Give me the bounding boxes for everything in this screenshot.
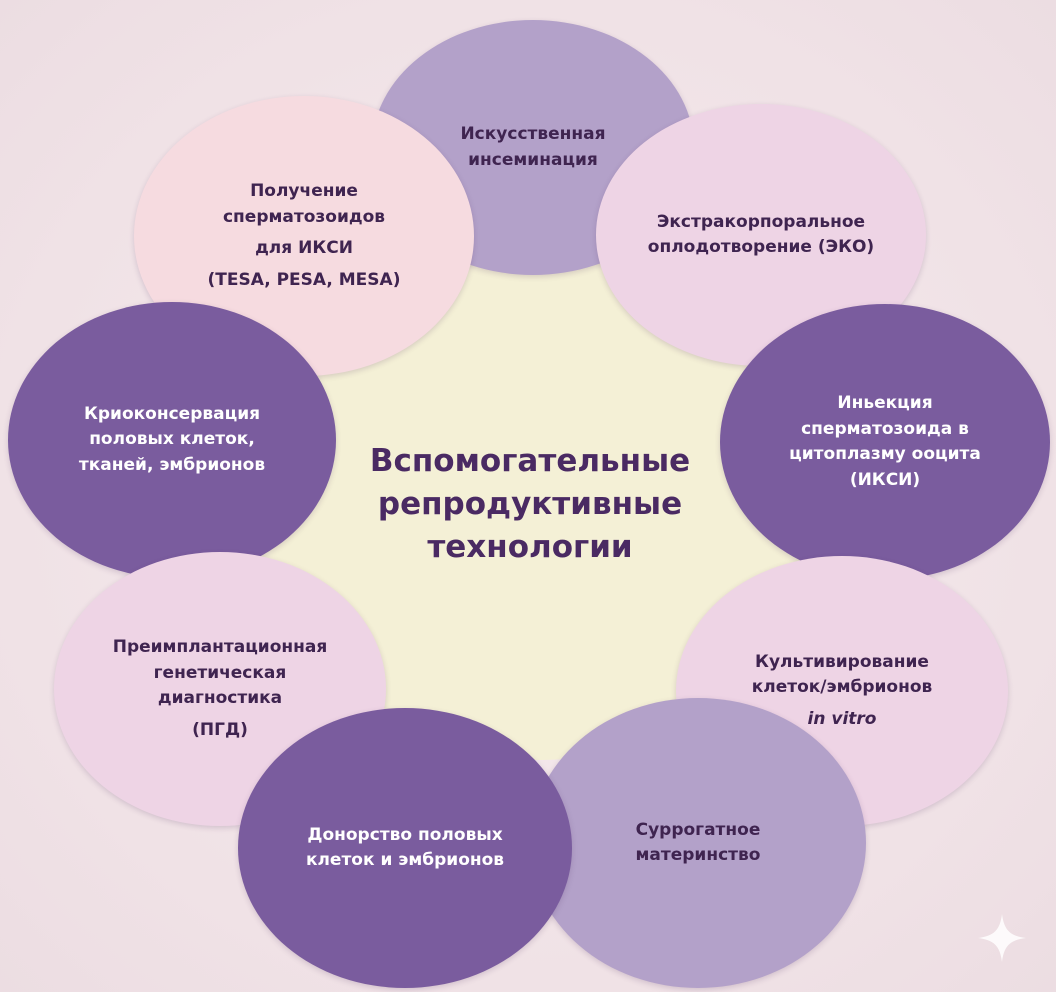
petal-pgd-text: Преимплантационная генетическая диагност…: [113, 635, 328, 743]
petal-line: Иньекция: [837, 393, 933, 413]
petal-donation-text: Донорство половых клеток и эмбрионов: [306, 823, 504, 874]
petal-line: материнство: [635, 845, 761, 865]
petal-line: инсеминация: [468, 149, 598, 170]
petal-line: (ПГД): [192, 719, 248, 740]
petal-line: Преимплантационная: [112, 637, 328, 657]
petal-line: клеток и эмбрионов: [305, 850, 505, 870]
petal-cryopreservation-text: Криоконсервация половых клеток, тканей, …: [79, 402, 265, 479]
petal-line: (ИКСИ): [849, 469, 921, 490]
petal-donation: Донорство половых клеток и эмбрионов: [238, 708, 572, 988]
title-line: технологии: [427, 528, 633, 565]
petal-line: (TESA, PESA, MESA): [207, 269, 401, 290]
petal-line: для ИКСИ: [255, 238, 353, 258]
petal-surrogacy: Суррогатное материнство: [530, 698, 866, 988]
petal-eco-text: Экстракорпоральное оплодотворение (ЭКО): [648, 210, 874, 261]
petal-line: Получение: [250, 181, 358, 201]
petal-insemination-text: Искусственная инсеминация: [460, 122, 605, 173]
petal-line: Культивирование: [755, 651, 929, 672]
petal-line: Искусственная: [460, 124, 606, 144]
petal-line: сперматозоидов: [222, 206, 386, 227]
petal-line: тканей, эмбрионов: [78, 454, 266, 475]
petal-culture-text: Культивирование клеток/эмбрионов in vitr…: [752, 650, 933, 733]
petal-line: Донорство половых: [307, 824, 503, 845]
petal-line: цитоплазму ооцита: [789, 444, 981, 464]
petal-line: Криоконсервация: [83, 403, 261, 424]
petal-line: диагностика: [157, 688, 283, 708]
petal-line: половых клеток,: [89, 429, 255, 450]
petal-icsi: Иньекция сперматозоида в цитоплазму ооци…: [720, 304, 1050, 580]
sparkle-icon: [978, 914, 1026, 962]
petal-line: оплодотворение (ЭКО): [647, 237, 875, 257]
petal-line: in vitro: [807, 708, 877, 729]
petal-surrogacy-text: Суррогатное материнство: [636, 818, 761, 869]
petal-cryopreservation: Криоконсервация половых клеток, тканей, …: [8, 302, 336, 578]
petal-line: клеток/эмбрионов: [751, 677, 933, 698]
petal-line: Экстракорпоральное: [656, 211, 866, 232]
petal-icsi-text: Иньекция сперматозоида в цитоплазму ооци…: [789, 391, 981, 493]
title-line: репродуктивные: [377, 485, 683, 522]
title-line: Вспомогательные: [369, 443, 691, 479]
petal-line: генетическая: [153, 662, 287, 683]
petal-line: сперматозоида в: [801, 418, 969, 439]
petal-line: Суррогатное: [635, 819, 761, 840]
center-title: Вспомогательные репродуктивные технологи…: [330, 440, 730, 568]
petal-sperm-retrieval-text: Получение сперматозоидов для ИКСИ (TESA,…: [208, 179, 401, 293]
